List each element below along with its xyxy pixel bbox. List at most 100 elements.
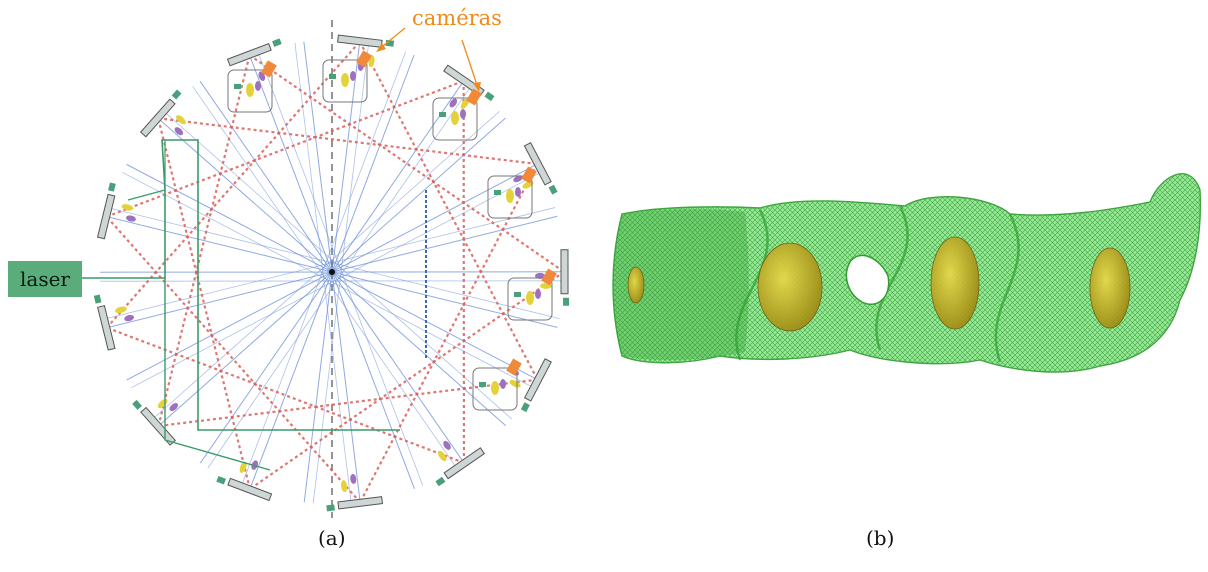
laser-feed-path xyxy=(164,278,271,471)
lens xyxy=(506,189,514,203)
lens xyxy=(350,71,356,81)
beamsplitter xyxy=(216,476,226,485)
caption-a: (a) xyxy=(318,526,346,550)
camera-body xyxy=(541,268,557,286)
beamsplitter xyxy=(514,292,521,297)
cell-nucleus xyxy=(930,236,980,330)
lens xyxy=(522,180,534,189)
mirror xyxy=(443,64,485,97)
mirror xyxy=(140,406,177,446)
cell-nucleus xyxy=(757,242,823,332)
mirror xyxy=(523,358,552,402)
mirror xyxy=(227,477,273,502)
lens xyxy=(350,473,357,484)
mirror-mount xyxy=(513,142,558,195)
lens xyxy=(535,272,546,279)
reference-beam xyxy=(158,378,538,428)
cameras-arrow xyxy=(461,39,479,89)
lens xyxy=(246,83,254,97)
beamsplitter xyxy=(520,402,530,413)
reference-beam xyxy=(158,117,538,166)
lens xyxy=(535,289,541,299)
mirror-mount xyxy=(96,182,136,240)
mirror xyxy=(226,42,272,67)
camera-body xyxy=(506,358,522,376)
lens xyxy=(451,111,459,125)
mirror-mount xyxy=(443,64,495,109)
cell-boundary xyxy=(735,209,769,361)
lens xyxy=(169,403,179,412)
focal-point xyxy=(329,269,335,275)
lens xyxy=(460,98,470,109)
cell-boundary xyxy=(875,205,909,351)
caption-b: (b) xyxy=(866,526,895,550)
lens xyxy=(526,291,534,305)
beamsplitter xyxy=(93,294,102,304)
mirror-mount xyxy=(139,89,186,138)
lens xyxy=(255,81,261,91)
reference-beam xyxy=(248,54,565,273)
cell-nucleus xyxy=(627,266,645,304)
mirror-mount xyxy=(132,398,179,446)
lens xyxy=(509,379,521,388)
beamsplitter xyxy=(272,38,282,47)
mirror xyxy=(139,98,176,138)
beamsplitter xyxy=(329,74,336,79)
lens xyxy=(126,215,136,222)
reference-beam xyxy=(105,215,361,504)
lens xyxy=(437,450,447,462)
camera-housing xyxy=(322,59,368,103)
mirror xyxy=(560,249,569,295)
laser-label: laser xyxy=(8,261,82,297)
probe-beam xyxy=(152,110,500,420)
mirror xyxy=(97,305,116,351)
reference-beam xyxy=(249,270,565,490)
probe-beam xyxy=(104,207,556,320)
cell-nucleus xyxy=(1089,247,1131,329)
probe-beam xyxy=(122,171,534,388)
camera-housing xyxy=(472,367,518,411)
cameras-arrowhead xyxy=(376,43,386,52)
probe-beam xyxy=(108,207,560,319)
reference-beam xyxy=(358,41,539,381)
mesh-hole xyxy=(845,254,890,305)
camera-housing xyxy=(487,175,533,219)
mirror-mount xyxy=(216,460,273,502)
mirror xyxy=(523,142,552,186)
reference-beam xyxy=(157,118,251,490)
optical-setup-diagram xyxy=(82,20,570,518)
beamsplitter xyxy=(548,184,558,195)
mirror-mount xyxy=(509,358,552,413)
mesh-shading xyxy=(613,209,749,361)
lens xyxy=(174,127,184,136)
reference-beam xyxy=(106,79,465,218)
beamsplitter xyxy=(435,476,446,487)
cameras-arrowhead xyxy=(473,82,481,92)
camera-housing xyxy=(227,69,273,113)
mirror xyxy=(337,496,384,510)
lens xyxy=(515,187,521,197)
lens xyxy=(513,175,523,183)
lens xyxy=(341,480,348,493)
camera-body xyxy=(261,60,277,78)
reference-beam xyxy=(359,163,539,503)
beamsplitter xyxy=(494,190,501,195)
lens xyxy=(239,461,247,473)
camera-body xyxy=(466,88,482,106)
mirror-mount xyxy=(435,440,486,487)
lens xyxy=(500,379,506,389)
mirror xyxy=(96,193,116,240)
cameras-label: caméras xyxy=(412,6,502,30)
cell-membrane-mesh xyxy=(612,173,1202,373)
camera-housing xyxy=(432,97,478,141)
beamsplitter xyxy=(439,112,446,117)
mirror-mount xyxy=(326,473,384,512)
lens xyxy=(176,115,186,125)
beamsplitter xyxy=(132,399,142,410)
lens xyxy=(115,306,127,314)
lens xyxy=(124,314,135,322)
probe-beam xyxy=(130,171,542,389)
beamsplitter xyxy=(326,504,335,512)
lens xyxy=(341,73,349,87)
